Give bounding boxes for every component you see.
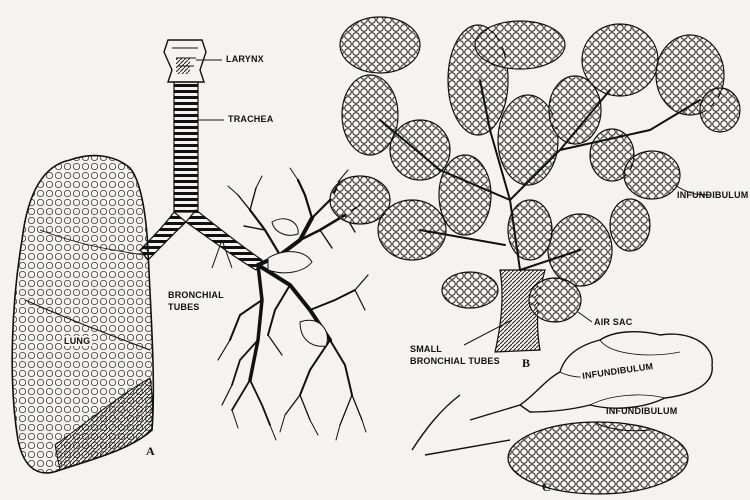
panel-a-drawing: [12, 40, 368, 473]
right-main-bronchus: [186, 210, 262, 270]
trachea-shape: [174, 82, 198, 212]
label-trachea: TRACHEA: [228, 114, 273, 124]
label-air-sac: AIR SAC: [594, 317, 632, 327]
label-lung: LUNG: [62, 336, 92, 346]
label-infundibulum-b: INFUNDIBULUM: [677, 190, 748, 200]
panel-b-drawing: [330, 17, 740, 352]
infundibulum-cluster: [508, 422, 688, 494]
label-larynx: LARYNX: [226, 54, 264, 64]
label-infundibulum-c-lower: INFUNDIBULUM: [606, 406, 677, 416]
panel-letter-b: B: [522, 356, 530, 371]
panel-letter-c: C: [542, 480, 551, 495]
label-bronchial-tubes-line2: TUBES: [168, 302, 200, 312]
label-small-bronchial-line2: BRONCHIAL TUBES: [410, 356, 500, 366]
label-bronchial-tubes-line1: BRONCHIAL: [168, 290, 224, 300]
label-small-bronchial-line1: SMALL: [410, 344, 442, 354]
panel-letter-a: A: [146, 444, 155, 459]
